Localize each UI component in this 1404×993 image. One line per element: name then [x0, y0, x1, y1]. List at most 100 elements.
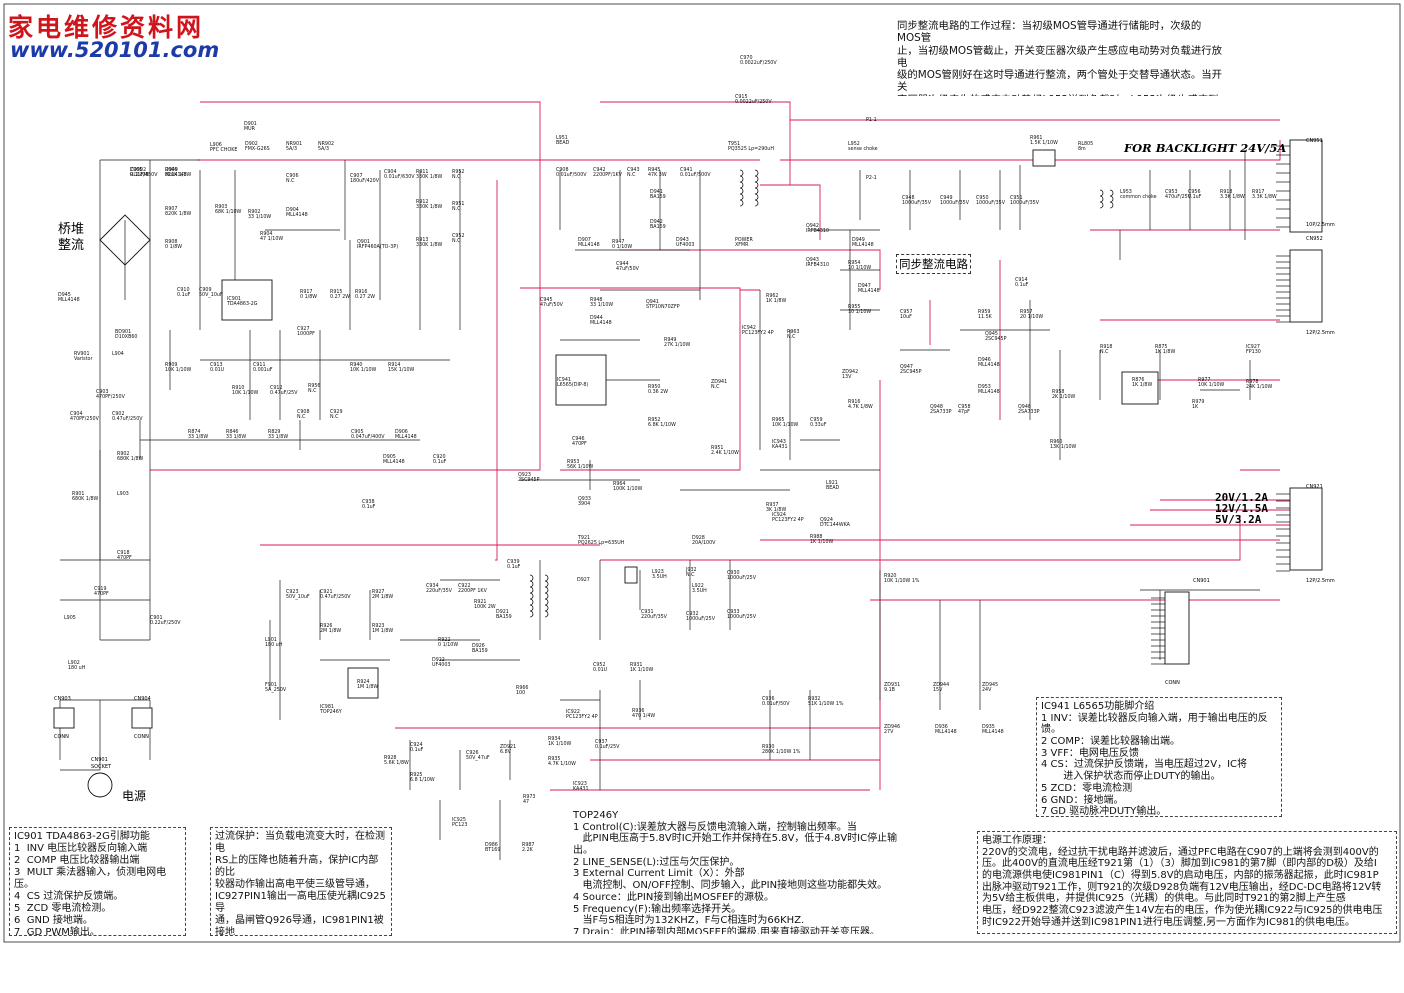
- power-note-line: 电压，经D922整流C923滤波产生14V左右的电压，作为使光耦IC922与IC…: [982, 905, 1383, 917]
- component-designator: R911 330K 1/8W: [416, 170, 443, 181]
- ic901-note-line: 7 GD PWM输出。: [14, 927, 100, 936]
- component-designator: R930 280K 1/10W 1%: [762, 745, 801, 756]
- component-designator: ZD931 9.1B: [884, 683, 901, 694]
- component-designator: R935 4.7K 1/10W: [548, 757, 576, 768]
- component-designator: C926 50V_47uF: [466, 751, 490, 762]
- component-designator: R875 1K 1/8W: [1155, 345, 1176, 356]
- component-designator: C907 180uF/420V: [350, 174, 380, 185]
- component-designator: C909 50V_10uF: [199, 288, 223, 299]
- component-designator: C927 1000PF: [297, 327, 315, 338]
- cn903-body: [53, 707, 75, 729]
- cn901-body: [1164, 591, 1190, 665]
- component-designator: R917 0 1/8W: [300, 290, 318, 301]
- component-designator: R909 10K 1/10W: [165, 363, 192, 374]
- ocp-note-line: IC927PIN1输出一高电压使光耦IC925导: [215, 891, 386, 914]
- component-designator: D906 MLL4148: [395, 430, 417, 441]
- component-designator: R901 680K 1/8W: [72, 492, 99, 503]
- component-designator: R932 51K 1/10W 1%: [808, 697, 844, 708]
- site-logo-cn: 家电维修资料网: [8, 13, 205, 42]
- component-designator: L951 BEAD: [556, 136, 570, 147]
- top246-note-line: 3 External Current Limit（X）：外部: [573, 868, 745, 880]
- output-12v-label: 12V/1.5A: [1215, 502, 1268, 515]
- component-designator: C924 0.1uF: [410, 743, 424, 754]
- component-designator: R966 100: [516, 686, 529, 697]
- connector-pin-spec: 12P/2.5mm: [1306, 578, 1335, 584]
- ocp-note-line: 过流保护：当负载电流变大时，在检测电: [215, 831, 385, 854]
- component-designator: Q901 IRFP460A(TO-3P): [357, 240, 399, 251]
- component-designator: R912 330K 1/8W: [416, 200, 443, 211]
- component-designator: C920 0.1uF: [433, 455, 447, 466]
- component-designator: C903 470PF/250V: [96, 390, 125, 401]
- ic901-note-line: 3 MULT 乘法器输入，侦测电网电压。: [14, 867, 167, 890]
- component-designator: NR902 5A/3: [318, 142, 335, 153]
- component-designator: R937 3K 1/8W: [766, 503, 787, 514]
- top246-note-line: 4 Source：此PIN接到输出MOSFEF的源极。: [573, 891, 775, 903]
- component-designator: Q933 3904: [578, 497, 591, 508]
- connector-pin-spec: 10P/2.5mm: [1306, 222, 1335, 228]
- component-designator: R903 68K 1/10W: [215, 205, 242, 216]
- component-designator: L902 180 uH: [68, 661, 86, 672]
- component-designator: L903: [117, 492, 129, 497]
- connector-pin-spec: 12P/2.5mm: [1306, 330, 1335, 336]
- power-note-line: 出脉冲驱动T921工作，则T921的次级D928负端有12V电压输出，经DC-D…: [982, 881, 1382, 893]
- ic901-note-line: 2 COMP 电压比较器输出端: [14, 855, 140, 866]
- power-note-line: 电源工作原理：: [982, 835, 1052, 846]
- ic901-note-line: 6 GND 接地端。: [14, 915, 93, 926]
- ic941-note-line: 2 COMP：误差比较器输出端。: [1041, 736, 1181, 748]
- component-designator: R964 100K 1/10W: [613, 482, 643, 493]
- component-designator: R952 6.8K 1/10W: [648, 418, 676, 429]
- component-designator: Q924 DTC144WKA: [820, 518, 850, 529]
- power-input-label: 电源: [122, 789, 147, 803]
- component-designator: C970 0.0022uF/250V: [740, 56, 777, 67]
- component-designator: C918 470PF: [117, 551, 132, 562]
- component-designator: R922 0 1/10W: [438, 638, 459, 649]
- component-designator: C922 2200PF 1KV: [458, 584, 487, 595]
- component-designator: IC981 TOP246Y: [320, 705, 342, 716]
- component-designator: C904 0.01uF/630V: [384, 170, 415, 181]
- component-designator: R876 1K 1/8W: [1132, 378, 1153, 389]
- backlight-output-label: FOR BACKLIGHT 24V/5A: [1124, 141, 1287, 155]
- bridge-rectifier-symbol: [99, 214, 151, 266]
- component-designator: C929 N.C: [330, 410, 343, 421]
- component-designator: C936 0.01uF/50V: [762, 697, 790, 708]
- component-designator: Q942 IRFB4310: [806, 224, 830, 235]
- rail-ic941: [520, 287, 741, 471]
- sync-note-line: 级的MOS管刚好在这时导通进行整流，两个管处于交替导通状态。当开关: [897, 69, 1223, 94]
- component-designator: D949 MLL4148: [165, 168, 187, 179]
- component-designator: ZD902 RLZ20B: [130, 168, 149, 179]
- component-designator: R918 3.3K 1/8W: [1220, 190, 1245, 201]
- component-designator: C952 N.C: [452, 234, 465, 245]
- component-designator: R953 56K 1/10W: [567, 460, 594, 471]
- top246-note-line: TOP246Y: [573, 810, 619, 821]
- cn951-body: [1289, 139, 1323, 233]
- component-designator: Q945 2SC945P: [985, 332, 1007, 343]
- component-designator: R907 820K 1/8W: [165, 207, 192, 218]
- component-designator: R977 10K 1/10W: [1198, 378, 1225, 389]
- component-designator: R988 1K 1/10W: [810, 535, 834, 546]
- component-designator: Q941 STP10N70ZFP: [646, 300, 680, 311]
- component-designator: R960 13K 1/10W: [1050, 440, 1077, 451]
- component-designator: IC922 PC123FY2 4P: [566, 710, 598, 721]
- output-5v-label: 5V/3.2A: [1215, 513, 1262, 526]
- component-designator: R914 15K 1/10W: [388, 363, 415, 374]
- component-designator: R959 11.5K: [978, 310, 992, 321]
- component-designator: D928 20A/100V: [692, 536, 716, 547]
- component-designator: POWER XFMR: [735, 238, 753, 249]
- component-designator: R906 820K 1/8W: [165, 168, 192, 179]
- component-designator: R908 0 1/8W: [165, 240, 183, 251]
- component-designator: R928 5.6K 1/8W: [384, 756, 409, 767]
- component-designator: T951 PQ3525 Lp=290uH: [728, 142, 774, 153]
- ic941-note-line: 进入保护状态而停止DUTY的输出。: [1041, 771, 1221, 783]
- ocp-note-line: 较器动作输出高电平使三级管导通，: [215, 879, 375, 890]
- component-designator: L921 BEAD: [826, 481, 840, 492]
- top246-note-line: 5 Frequency(F):输出频率选择开关。: [573, 903, 742, 915]
- connector-ref: CN952: [1306, 236, 1323, 242]
- ic941-note-line: 3 VFF：电网电压反馈: [1041, 747, 1139, 759]
- component-designator: R829 33 1/8W: [268, 430, 289, 441]
- connector-ref: CN904: [134, 696, 151, 702]
- component-designator: R917 3.3K 1/8W: [1252, 190, 1277, 201]
